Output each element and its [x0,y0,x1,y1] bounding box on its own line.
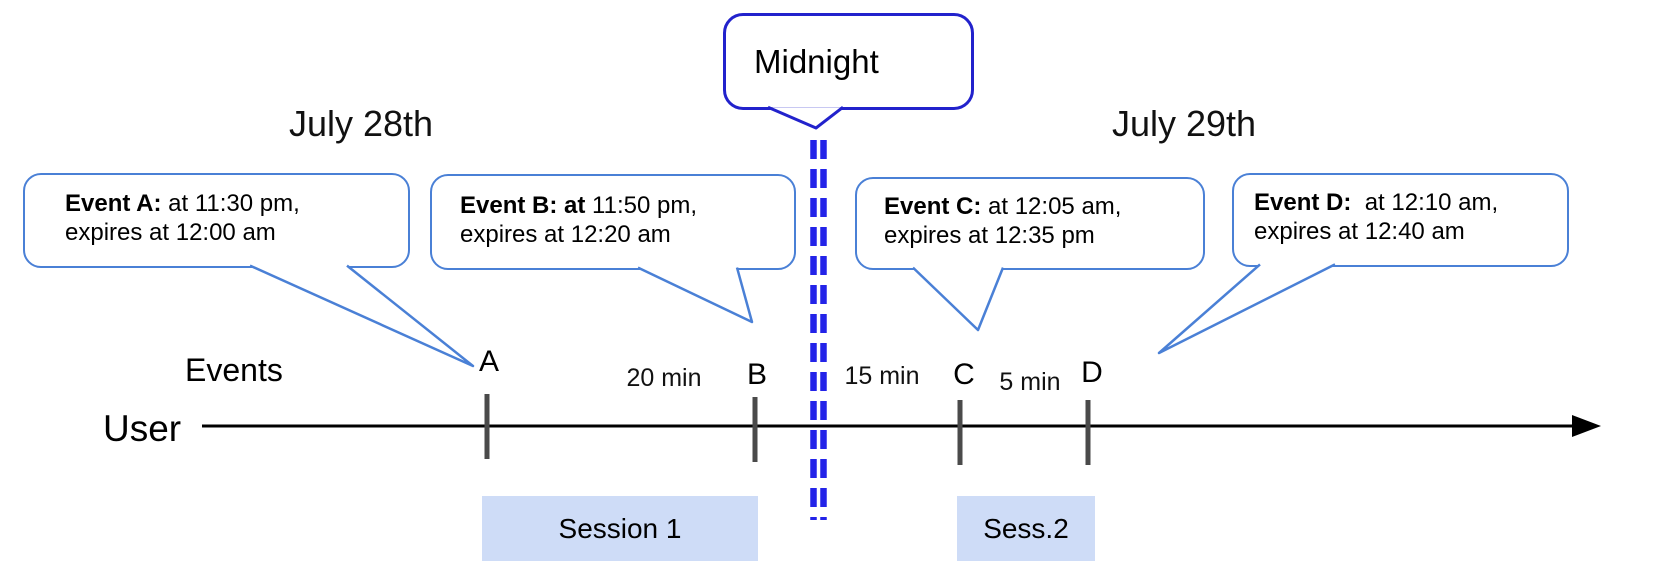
event-d-line1: Event D: at 12:10 am, [1254,189,1499,216]
events-axis-label: Events [185,352,283,388]
event-b-line1: Event B: at 11:50 pm, [460,192,697,219]
tick-label-a: A [478,345,499,378]
event-a-line1: Event A: at 11:30 pm, [65,190,300,217]
session-1-box: Session 1 [482,496,758,561]
interval-20min: 20 min [626,364,702,392]
session-2-box: Sess.2 [957,496,1095,561]
midnight-callout: Midnight [723,13,974,110]
event-c-line2: expires at 12:35 pm [884,222,1095,249]
callout-tail-d [1157,263,1336,355]
day-title-july-28: July 28th [288,103,434,144]
callout-tail-a [249,264,475,368]
day-title-july-29: July 29th [1111,103,1257,144]
session-2-label: Sess.2 [983,512,1069,544]
timeline-arrowhead [1572,415,1601,437]
event-a-callout: Event A: at 11:30 pm, expires at 12:00 a… [23,173,410,268]
event-c-line1: Event C: at 12:05 am, [884,193,1122,220]
event-a-line2: expires at 12:00 am [65,219,276,246]
callout-tail-c [912,266,1005,332]
session-1-label: Session 1 [558,512,682,544]
tick-label-c: C [953,358,975,391]
event-b-line2: expires at 12:20 am [460,221,671,248]
event-d-line2: expires at 12:40 am [1254,218,1465,245]
event-b-callout: Event B: at 11:50 pm, expires at 12:20 a… [430,174,796,270]
tick-label-d: D [1081,356,1103,389]
midnight-label: Midnight [754,42,879,80]
event-d-callout: Event D: at 12:10 am, expires at 12:40 a… [1232,173,1569,267]
tick-label-b: B [746,358,767,391]
user-axis-label: User [103,408,182,449]
callout-tail-b [637,266,754,324]
interval-15min: 15 min [844,362,920,390]
midnight-callout-tail [767,105,844,130]
event-c-callout: Event C: at 12:05 am, expires at 12:35 p… [855,177,1205,270]
interval-5min: 5 min [999,368,1061,396]
